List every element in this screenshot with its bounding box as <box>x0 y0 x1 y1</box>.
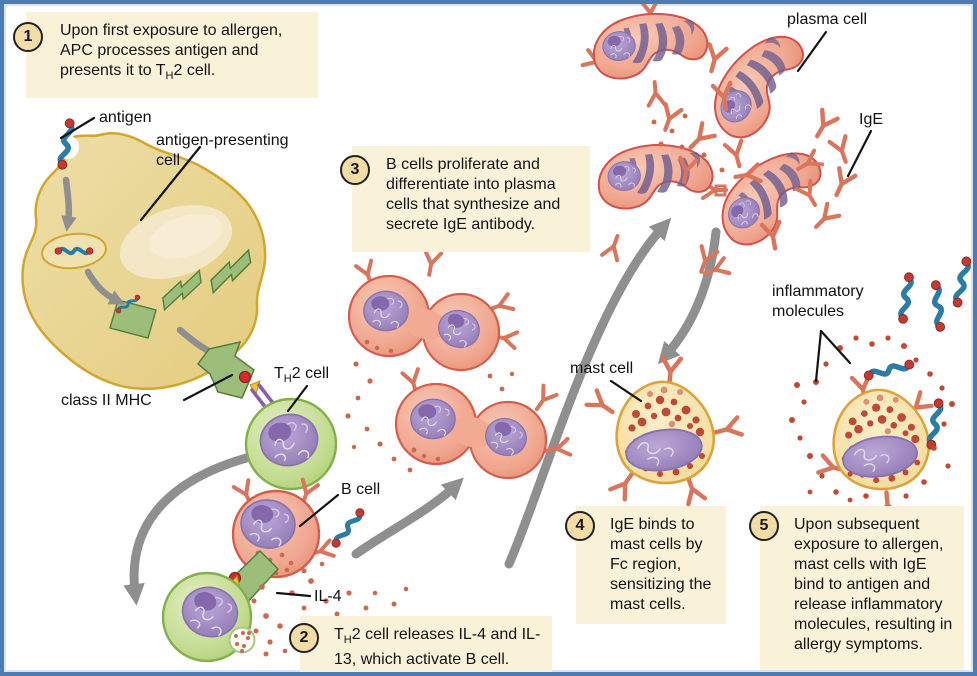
step-4-note: IgE binds to mast cells by Fc region, se… <box>576 506 726 624</box>
leader-lines <box>59 30 873 598</box>
diagram-artwork <box>21 4 977 663</box>
step-5-note: Upon subsequent exposure to allergen, ma… <box>760 506 964 670</box>
tcr-receptor <box>250 383 275 410</box>
step-1-note: Upon first exposure to allergen, APC pro… <box>26 12 318 98</box>
step-3-badge: 3 <box>340 155 370 185</box>
th2-cell-secreting <box>161 571 256 663</box>
antigen-peptide-dot <box>238 370 252 384</box>
label-mast-cell: mast cell <box>570 360 634 377</box>
step-2-note: TH2 cell releases IL-4 and IL-13, which … <box>300 616 552 672</box>
antigen-presenting-cell <box>21 131 267 390</box>
step-1-text: Upon first exposure to allergen, APC pro… <box>60 22 283 79</box>
antigen-in-vesicle-icon <box>55 248 93 255</box>
label-antigen: antigen <box>99 109 152 126</box>
label-class-ii-mhc: class II MHC <box>61 392 152 409</box>
step-2-badge: 2 <box>289 623 319 653</box>
label-plasma-cell: plasma cell <box>787 11 868 28</box>
process-arrows <box>123 217 721 606</box>
inflammatory-molecule-dots <box>789 335 955 503</box>
free-allergens <box>898 256 971 331</box>
label-b-cell: B cell <box>341 481 381 498</box>
step-4-text: IgE binds to mast cells by Fc region, se… <box>610 516 712 613</box>
mast-cell <box>587 357 742 504</box>
step-3-note: B cells proliferate and differentiate in… <box>352 146 590 252</box>
secretion-vesicle <box>228 626 256 654</box>
step-2-text: T <box>334 626 344 643</box>
step-4-badge: 4 <box>565 511 595 541</box>
step-1-badge: 1 <box>13 22 43 52</box>
th2-cell <box>244 397 338 491</box>
bound-allergen-icon <box>863 359 914 381</box>
step-5-badge: 5 <box>749 511 779 541</box>
class-ii-mhc-synapse <box>196 340 275 410</box>
mhc-molecules <box>109 248 252 339</box>
label-th2-cell: TH2 cell <box>274 365 330 386</box>
plasma-cells <box>580 4 833 263</box>
antigen-on-bcr-icon <box>330 507 365 549</box>
dividing-b-cells-1 <box>349 248 520 370</box>
label-ige: IgE <box>859 111 884 128</box>
step-5-text: Upon subsequent exposure to allergen, ma… <box>794 516 953 653</box>
plasma-area-dots <box>651 113 725 173</box>
label-il4: IL-4 <box>314 588 342 605</box>
step-3-text: B cells proliferate and differentiate in… <box>386 156 561 233</box>
